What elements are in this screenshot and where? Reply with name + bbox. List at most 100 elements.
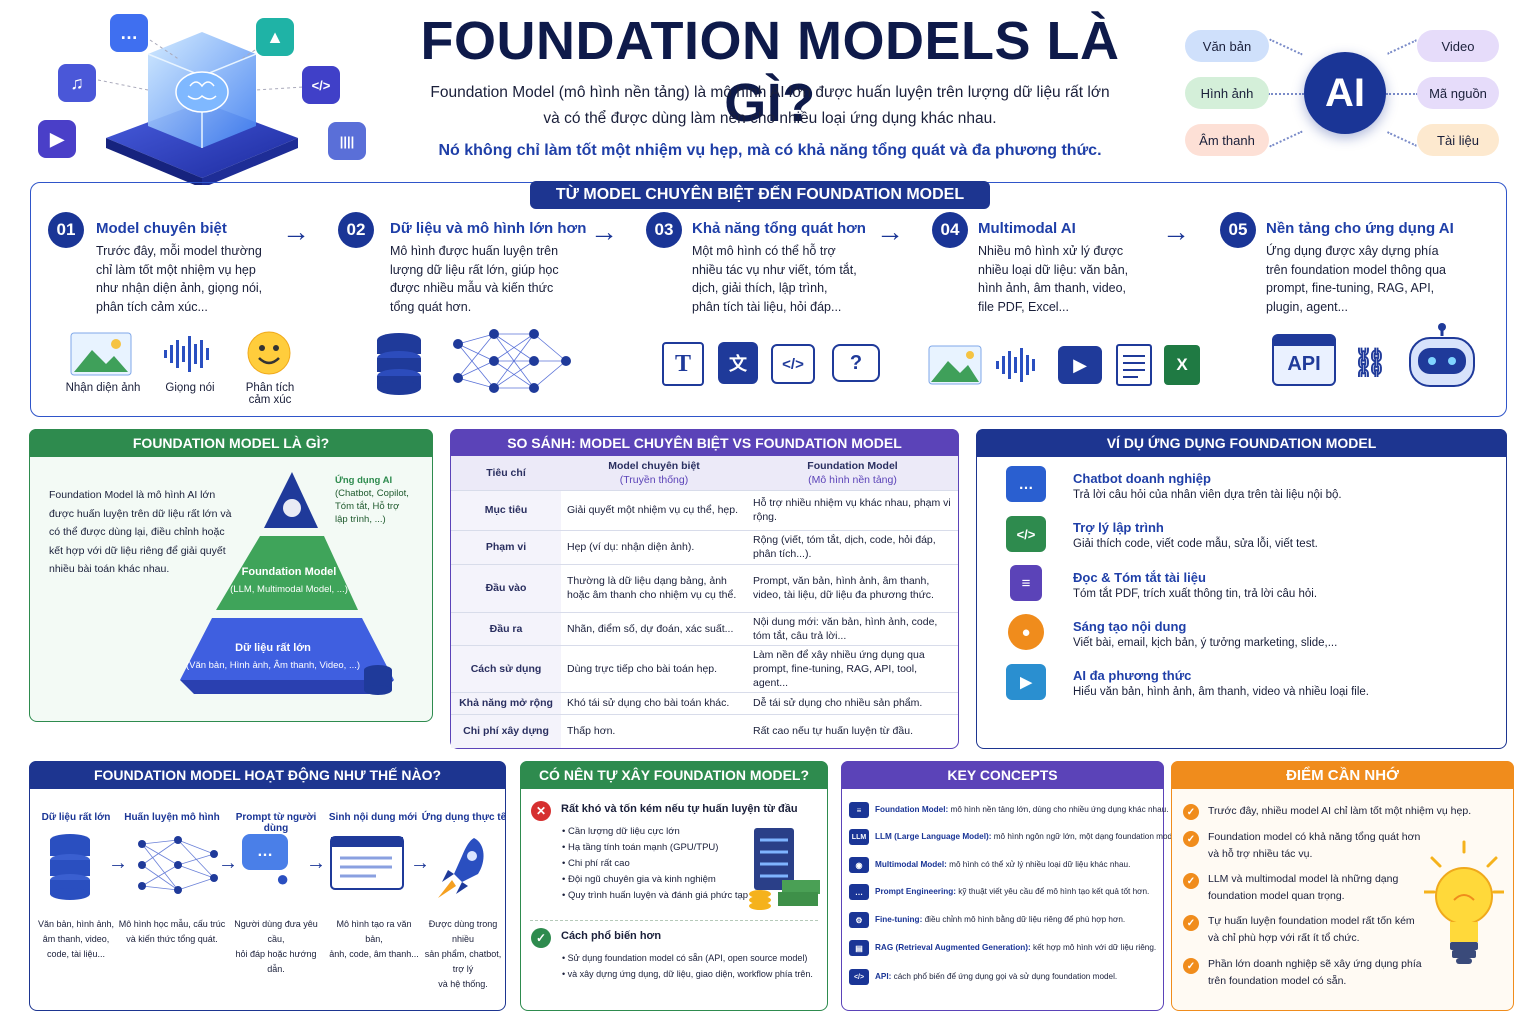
subtitle-line-2: và có thể được dùng làm nền cho nhiều lo… (543, 110, 997, 127)
page-tagline: Nó không chỉ làm tốt một nhiệm vụ hẹp, m… (438, 142, 1102, 159)
concepts-title: KEY CONCEPTS (841, 761, 1164, 789)
modality-image: Hình ảnh (1185, 77, 1269, 109)
database-icon: ▤ (849, 940, 869, 956)
concept-3: Multimodal Model: mô hình có thể xử lý n… (875, 860, 1131, 869)
concepts-panel: KEY CONCEPTS (841, 761, 1164, 1011)
code-assistant-icon: </> (1006, 516, 1046, 552)
landscape-image-icon (928, 345, 982, 385)
build-title: CÓ NÊN TỰ XÂY FOUNDATION MODEL? (520, 761, 828, 789)
example-1-heading: Chatbot doanh nghiệp (1073, 471, 1211, 486)
arrow-right-icon: → (282, 216, 310, 247)
example-5-text: Hiểu văn bản, hình ảnh, âm thanh, video … (1073, 686, 1370, 698)
ai-center: AI (1304, 52, 1386, 134)
sliders-icon: ⚙ (849, 912, 869, 928)
multimodal-icon: ▶ (1006, 664, 1046, 700)
voice-wave-icon (164, 336, 209, 372)
step-4-number: 04 (932, 212, 968, 248)
audio-wave-icon: |||| (328, 122, 366, 160)
example-3-heading: Đọc & Tóm tắt tài liệu (1073, 570, 1206, 585)
step-2-number: 02 (338, 212, 374, 248)
page-title: FOUNDATION MODELS LÀ GÌ? (420, 11, 1120, 133)
subtitle-line-1: Foundation Model (mô hình nền tảng) là m… (430, 84, 1110, 101)
generated-content-icon (330, 836, 404, 890)
list-item: • Cần lượng dữ liệu cực lớn (562, 826, 680, 837)
chat-bubble-icon: … (242, 834, 288, 870)
pyramid-middle-label: Foundation Model(LLM, Multimodal Model, … (230, 566, 348, 595)
examples-panel: VÍ DỤ ỨNG DỤNG FOUNDATION MODEL (976, 429, 1507, 749)
smiley-icon (247, 331, 291, 375)
arrow-right-icon: → (108, 852, 128, 874)
code-icon: </> (302, 66, 340, 104)
step-3-number: 03 (646, 212, 682, 248)
flow-step-3-heading: Prompt từ người dùng (235, 812, 317, 834)
database-icon (50, 834, 90, 900)
modality-code: Mã nguồn (1417, 77, 1499, 109)
list-item: • Sử dụng foundation model có sẵn (API, … (562, 953, 808, 963)
pyramid-bottom-label: Dữ liệu rất lớn(Văn bản, Hình ảnh, Âm th… (185, 642, 361, 671)
list-item: • Đội ngũ chuyên gia và kinh nghiệm (562, 874, 716, 885)
chat-icon: … (110, 14, 148, 52)
example-1-text: Trả lời câu hỏi của nhân viên dựa trên t… (1073, 489, 1342, 501)
concept-6: RAG (Retrieval Augmented Generation): kế… (875, 943, 1157, 952)
caption-image-recognition: Nhận diện ảnh (65, 382, 141, 394)
concept-4: Prompt Engineering: kỹ thuật viết yêu cầ… (875, 887, 1150, 896)
table-header: Model chuyên biệt(Truyền thống) (561, 456, 747, 491)
step-3-heading: Khả năng tổng quát hơn (692, 220, 866, 237)
table-header-row: Tiêu chí Model chuyên biệt(Truyền thống)… (451, 456, 958, 491)
neural-network-icon (453, 329, 571, 393)
arrow-right-icon: → (410, 852, 430, 874)
build-bad-list: • Cần lượng dữ liệu cực lớn • Hạ tầng tí… (562, 824, 748, 904)
brain-cube-illustration (97, 32, 321, 188)
check-icon: ✓ (1183, 804, 1199, 820)
flow-step-1-text: Văn bản, hình ảnh,âm thanh, video,code, … (37, 919, 115, 959)
flow-step-2-heading: Huấn luyện mô hình (124, 812, 220, 823)
layers-icon: ≡ (849, 802, 869, 818)
link-icon: ⛓ (1352, 347, 1388, 378)
what-is-title: FOUNDATION MODEL LÀ GÌ? (29, 429, 433, 457)
list-item: • Chi phí rất cao (562, 858, 630, 869)
concept-2: LLM (Large Language Model): mô hình ngôn… (875, 832, 1181, 841)
howto-title: FOUNDATION MODEL HOẠT ĐỘNG NHƯ THẾ NÀO? (29, 761, 506, 789)
divider (530, 920, 818, 921)
caption-voice: Giọng nói (165, 382, 215, 394)
remember-item-2: Foundation model có khả năng tổng quát h… (1208, 831, 1421, 860)
howto-panel: FOUNDATION MODEL HOẠT ĐỘNG NHƯ THẾ NÀO? (29, 761, 506, 1011)
concept-5: Fine-tuning: điều chỉnh mô hình bằng dữ … (875, 915, 1126, 924)
code-icon: </> (771, 344, 815, 384)
remember-item-4: Tự huấn luyện foundation model rất tốn k… (1208, 915, 1415, 944)
document-icon: ≡ (1010, 565, 1042, 601)
remember-item-1: Trước đây, nhiều model AI chỉ làm tốt mộ… (1208, 805, 1472, 817)
translate-icon: 文 (718, 342, 758, 384)
concept-1: Foundation Model: mô hình nền tảng lớn, … (875, 805, 1169, 814)
excel-icon: X (1164, 345, 1200, 385)
check-icon: ✓ (1183, 831, 1199, 847)
video-play-icon: ▶ (1058, 346, 1102, 384)
build-good-list: • Sử dụng foundation model có sẵn (API, … (562, 950, 813, 982)
flow-step-3-text: Người dùng đưa yêu cầu,hỏi đáp hoặc hướn… (234, 919, 318, 974)
document-icon (1116, 344, 1152, 386)
page-subtitle: Foundation Model (mô hình nền tảng) là m… (380, 80, 1160, 132)
table-header: Tiêu chí (451, 456, 561, 491)
api-icon: </> (849, 969, 869, 985)
list-item: • và xây dựng ứng dụng, dữ liệu, giao di… (562, 969, 813, 979)
modality-audio: Âm thanh (1185, 124, 1269, 156)
step-4-heading: Multimodal AI (978, 220, 1076, 237)
check-icon: ✓ (531, 928, 551, 948)
check-icon: ✓ (1183, 915, 1199, 931)
example-2-heading: Trợ lý lập trình (1073, 520, 1164, 535)
build-panel: CÓ NÊN TỰ XÂY FOUNDATION MODEL? (520, 761, 828, 1011)
modality-video: Video (1417, 30, 1499, 62)
arrow-right-icon: → (590, 216, 618, 247)
music-icon: ♫ (58, 64, 96, 102)
database-icon (377, 333, 421, 395)
